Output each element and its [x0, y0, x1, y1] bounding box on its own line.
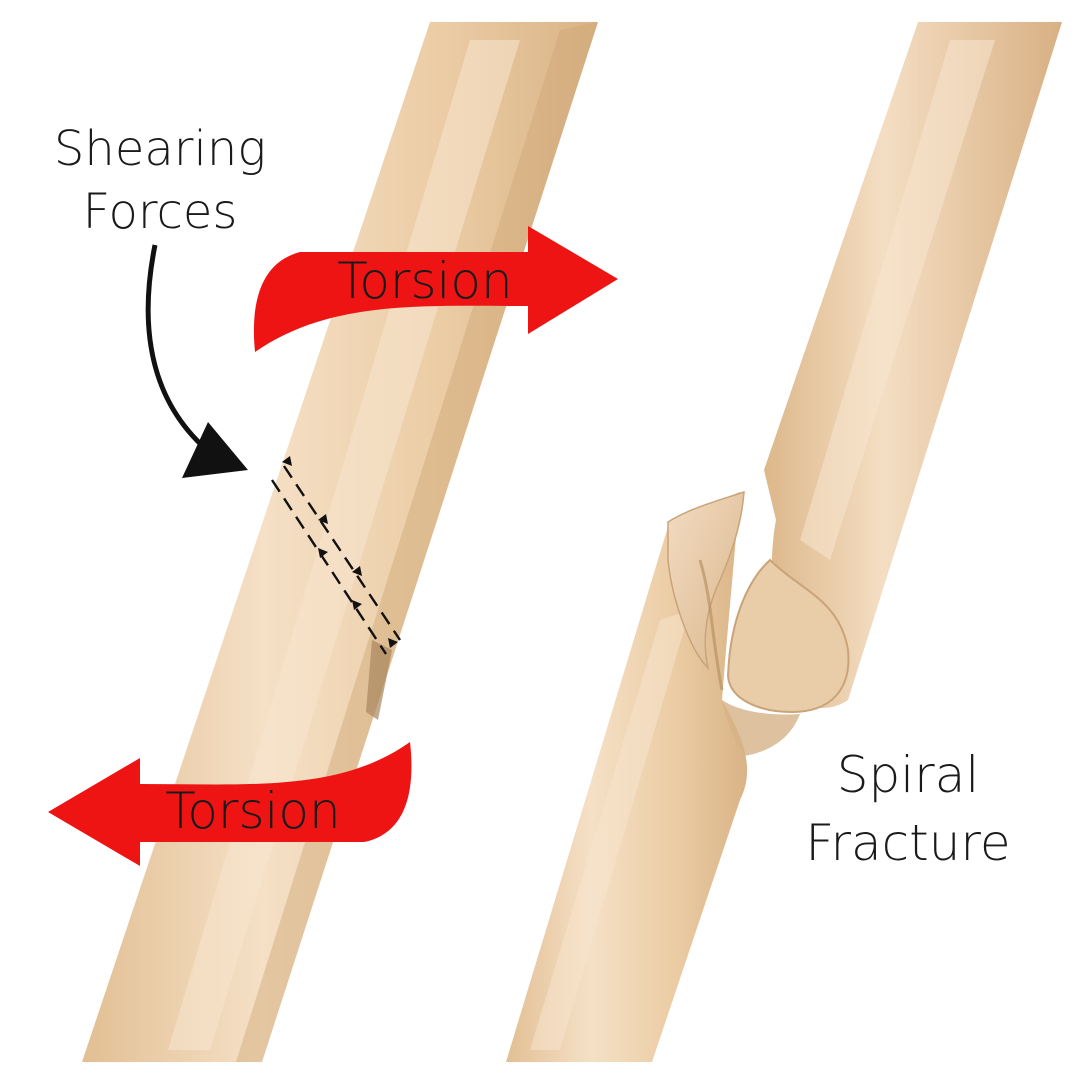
- torsion-label-bottom: Torsion: [165, 782, 340, 840]
- fracture-cavity: [722, 700, 800, 756]
- shearing-pointer-arrowhead: [182, 422, 248, 478]
- spiral-fracture-label-line2: Fracture: [805, 814, 1010, 872]
- right-bone: [506, 22, 1062, 1062]
- torsion-label-top: Torsion: [337, 252, 512, 310]
- shear-arrowheads: [282, 456, 398, 648]
- lower-fragment-highlight: [530, 610, 690, 1050]
- fracture-shading: [698, 559, 724, 691]
- broken-chunk: [726, 558, 850, 714]
- shear-line-lower: [270, 479, 388, 655]
- shear-marks: [270, 465, 401, 655]
- shearing-forces-label-line2: Forces: [83, 184, 238, 240]
- shear-arrowhead: [352, 600, 362, 610]
- shear-arrowhead: [318, 514, 328, 524]
- upper-fragment: [764, 22, 1062, 709]
- torsion-arrow-bottom: [48, 742, 412, 866]
- upper-fragment-highlight: [800, 40, 995, 560]
- shear-arrowhead: [318, 548, 328, 558]
- shear-line-upper: [283, 465, 401, 641]
- shear-arrowhead: [388, 638, 398, 648]
- shear-arrowhead: [352, 566, 362, 576]
- shear-arrowhead: [282, 456, 292, 466]
- spiral-fracture-label-line1: Spiral: [837, 746, 979, 804]
- shearing-forces-label-line1: Shearing: [54, 121, 266, 177]
- left-bone: [82, 22, 598, 1062]
- shearing-pointer-curve: [145, 244, 224, 465]
- torsion-arrow-top: [253, 226, 618, 352]
- fracture-shadow: [366, 640, 392, 720]
